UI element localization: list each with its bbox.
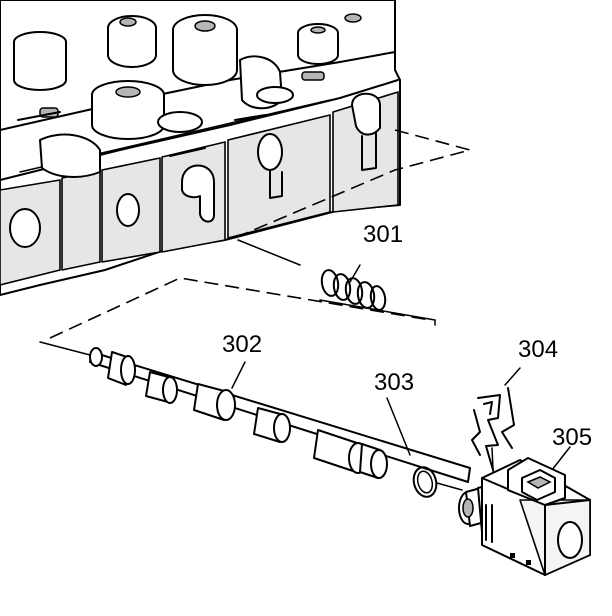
bolt-holes bbox=[17, 13, 362, 157]
valve-spool-302 bbox=[39, 277, 471, 483]
valve-body bbox=[0, 0, 474, 296]
callout-304: 304 bbox=[518, 336, 558, 363]
callout-305: 305 bbox=[552, 424, 592, 451]
callout-302: 302 bbox=[222, 331, 262, 358]
valve-bore-alignment-outline bbox=[229, 129, 474, 241]
spring-301 bbox=[237, 239, 436, 326]
bore-openings bbox=[9, 92, 381, 248]
o-ring-303 bbox=[386, 397, 463, 498]
retainer-clip-304 bbox=[471, 367, 521, 491]
solenoid-305 bbox=[458, 446, 591, 576]
callout-301: 301 bbox=[363, 221, 403, 248]
callout-303: 303 bbox=[374, 369, 414, 396]
